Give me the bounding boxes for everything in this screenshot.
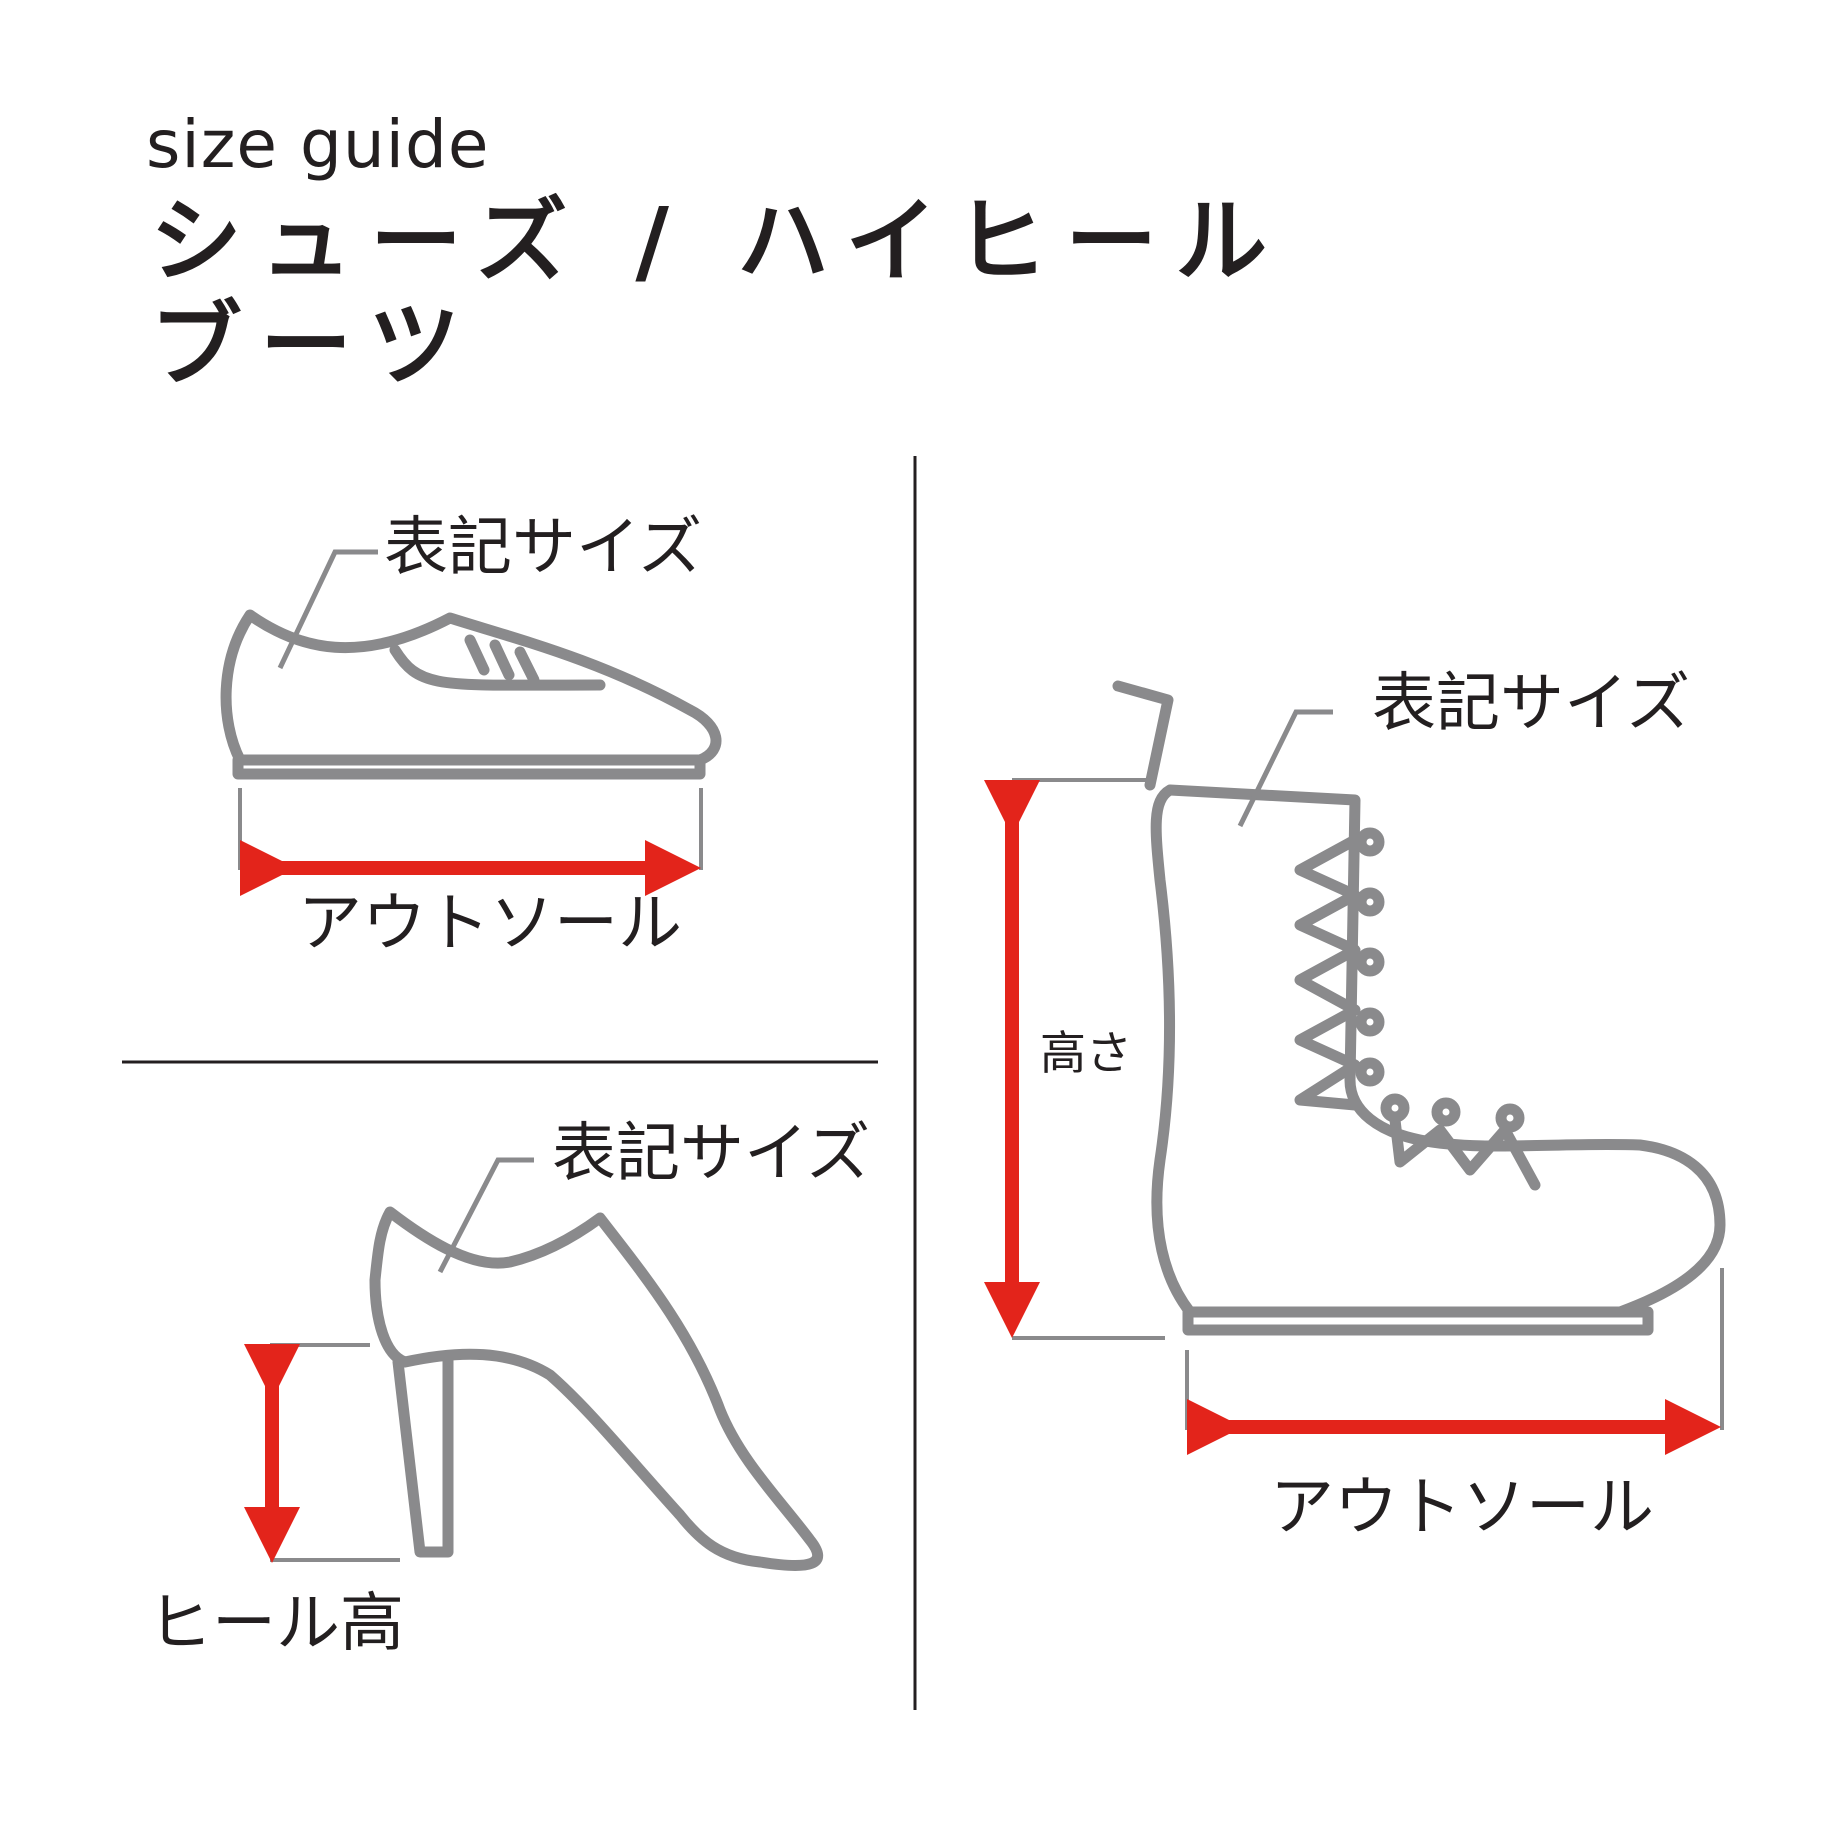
heel-height-label: ヒール高 (148, 1587, 404, 1661)
shoe-size-label: 表記サイズ (384, 511, 703, 585)
boot-outsole-label: アウトソール (1270, 1471, 1654, 1545)
boot-height-label: 高さ (1040, 1026, 1132, 1080)
shoe-outsole-label: アウトソール (298, 887, 682, 961)
boot-icon (1112, 680, 1726, 1336)
high-heel-icon (369, 1206, 824, 1571)
heel-size-leader (437, 1157, 534, 1274)
boot-size-label: 表記サイズ (1372, 667, 1691, 741)
guide-subtitle: size guide (146, 106, 490, 183)
heel-size-label: 表記サイズ (552, 1117, 871, 1191)
guide-title-line2: ブーツ (150, 292, 479, 399)
shoe-icon (220, 609, 722, 780)
boot-size-leader (1237, 709, 1333, 828)
guide-title-line1: シューズ / ハイヒール (150, 188, 1286, 295)
shoe-size-leader (277, 549, 378, 670)
